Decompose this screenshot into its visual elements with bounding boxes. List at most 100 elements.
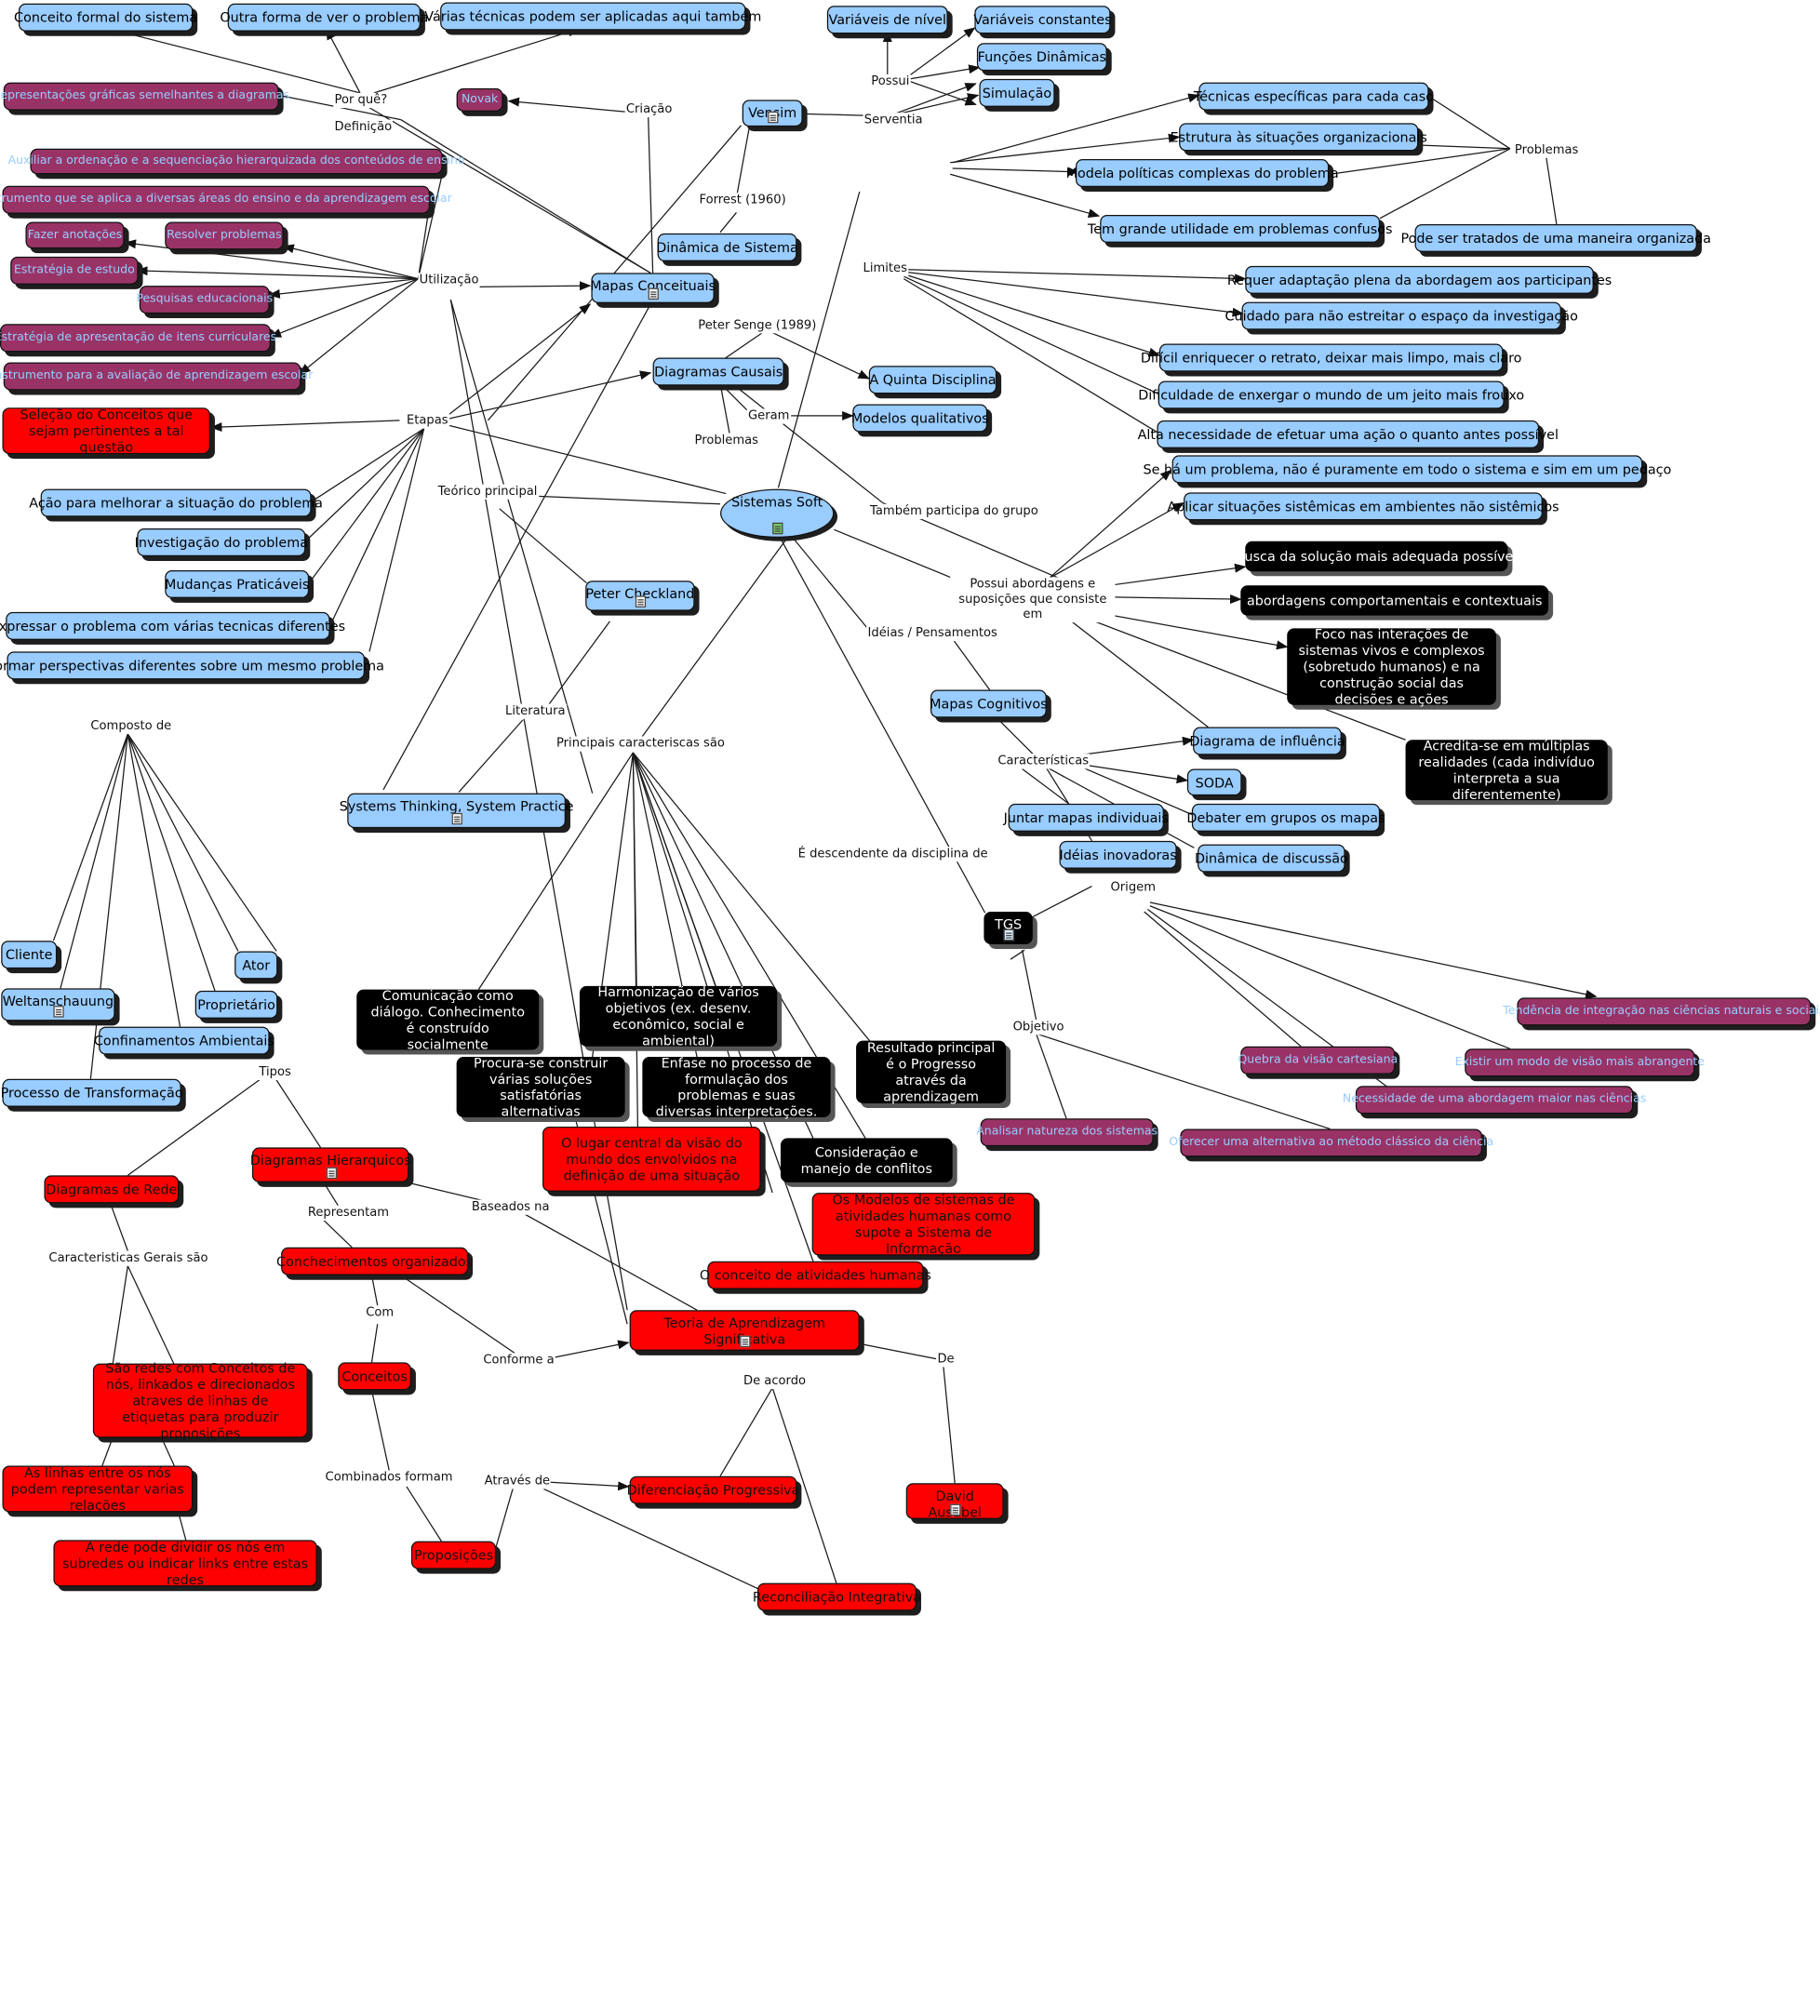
attached-document-icon[interactable] [768, 111, 779, 124]
concept-node-lugar-central[interactable]: O lugar central da visão do mundo dos en… [542, 1126, 761, 1192]
concept-node-dificil[interactable]: Difícil enriquecer o retrato, deixar mai… [1141, 343, 1521, 372]
concept-node-alta-nec[interactable]: Alta necessidade de efetuar uma ação o q… [1138, 420, 1559, 448]
concept-node-tendencia[interactable]: Tendência de integração nas ciências nat… [1503, 997, 1820, 1026]
concept-node-repr-graf[interactable]: Representações gráficas semelhantes a di… [0, 82, 289, 111]
concept-node-as-linhas[interactable]: As linhas entre os nós podem representar… [2, 1464, 194, 1514]
concept-node-vensim[interactable]: Vensim [742, 100, 803, 127]
concept-node-ideias-inov[interactable]: Idéias inovadoras [1059, 840, 1177, 869]
concept-node-fazer-anot[interactable]: Fazer anotações [25, 221, 125, 249]
concept-node-systems-thinking[interactable]: Systems Thinking, System Practice [340, 793, 573, 829]
concept-node-dificuldade[interactable]: Dificuldade de enxergar o mundo de um je… [1138, 381, 1524, 409]
concept-node-varias-tecnicas[interactable]: Várias técnicas podem ser aplicadas aqui… [424, 2, 761, 31]
attached-document-icon[interactable] [950, 1503, 961, 1516]
concept-node-modelos-qual[interactable]: Modelos qualitativos [851, 404, 989, 433]
link-label-principais: Principais caracteriscas são [555, 736, 727, 752]
concept-node-sao-redes[interactable]: São redes com Conceitos de nós, linkados… [92, 1360, 308, 1441]
concept-node-sistemas[interactable]: Sistemas Soft [720, 488, 835, 539]
attached-document-icon[interactable] [53, 1006, 64, 1018]
concept-node-simulacao[interactable]: Simulação [979, 78, 1055, 107]
concept-node-requer[interactable]: Requer adaptação plena da abordagem aos … [1227, 265, 1612, 294]
concept-node-grande-util[interactable]: Tem grande utilidade em problemas confus… [1088, 214, 1392, 243]
concept-node-weltan[interactable]: Weltanschauung [1, 988, 115, 1021]
concept-node-dinamica-sist[interactable]: Dinâmica de Sistema [656, 233, 798, 261]
concept-node-diagramas-rede[interactable]: Diagramas de Rede [44, 1175, 180, 1204]
concept-node-consideracao[interactable]: Consideração e manejo de conflitos [780, 1138, 953, 1182]
concept-node-juntar[interactable]: Juntar mapas individuais [1004, 803, 1169, 832]
concept-node-selecao[interactable]: Seleção do Conceitos que sejam pertinent… [2, 407, 210, 455]
attached-document-icon[interactable] [648, 287, 659, 300]
concept-node-var-nivel[interactable]: Variáveis de nível [826, 6, 948, 34]
concept-node-proposicoes[interactable]: Proposições [410, 1541, 497, 1569]
concept-node-tecnicas-esp[interactable]: Técnicas específicas para cada caso [1194, 82, 1434, 111]
concept-node-estrategia-apres[interactable]: Estratégia de apresentação de itens curr… [0, 324, 276, 353]
concept-node-procura[interactable]: Procura-se construir várias soluções sat… [456, 1055, 625, 1119]
concept-node-mapas-conc[interactable]: Mapas Conceituais [590, 273, 716, 303]
concept-node-novak[interactable]: Novak [456, 87, 503, 112]
concept-node-dinamica-disc[interactable]: Dinâmica de discussão [1195, 844, 1348, 873]
concept-node-diagramas-causais[interactable]: Diagramas Causais [652, 357, 784, 386]
concept-node-cliente[interactable]: Cliente [1, 941, 58, 969]
attached-document-icon[interactable] [635, 595, 647, 607]
concept-node-teoria[interactable]: Teoria de Aprendizagem Significativa [629, 1310, 860, 1351]
concept-node-acao[interactable]: Ação para melhorar a situação do problem… [29, 488, 323, 517]
concept-node-acredita[interactable]: Acredita-se em múltiplas realidades (cad… [1405, 738, 1608, 803]
concept-node-busca[interactable]: busca da solução mais adequada possível [1236, 541, 1517, 572]
concept-node-abordagens[interactable]: abordagens comportamentais e contextuais [1240, 585, 1549, 616]
concept-node-peter-check[interactable]: Peter Checkland [585, 581, 695, 611]
concept-node-analisar[interactable]: Analisar natureza dos sistemas [976, 1118, 1158, 1147]
concept-node-mapas-cog[interactable]: Mapas Cognitivos [930, 689, 1048, 718]
concept-node-processo[interactable]: Processo de Transformação [1, 1078, 183, 1107]
concept-node-pesquisas[interactable]: Pesquisas educacionais [136, 286, 273, 314]
concept-node-oferecer[interactable]: Oferecer uma alternativa ao método cláss… [1169, 1128, 1493, 1157]
concept-node-modela-pol[interactable]: Modela políticas complexas do problema [1066, 159, 1339, 187]
concept-node-diferenciacao[interactable]: Diferenciação Progressiva [627, 1475, 799, 1504]
concept-node-estrategia-estudo[interactable]: Estratégia de estudo [10, 256, 139, 285]
attached-document-icon[interactable] [740, 1335, 751, 1348]
concept-node-outra-forma[interactable]: Outra forma de ver o problema [220, 3, 428, 32]
concept-node-conceitos[interactable]: Conceitos [338, 1362, 411, 1391]
concept-node-formar[interactable]: Formar perspectivas diferentes sobre um … [0, 651, 384, 680]
concept-node-necessidade[interactable]: Necessidade de uma abordagem maior nas c… [1343, 1086, 1646, 1115]
concept-node-quinta[interactable]: A Quinta Disciplina [868, 366, 997, 394]
concept-node-existir[interactable]: Existir um modo de visão mais abrangente [1455, 1048, 1705, 1077]
concept-node-conhecimentos[interactable]: Conchecimentos organizados [276, 1247, 473, 1275]
concept-node-a-rede[interactable]: A rede pode dividir os nós em subredes o… [53, 1539, 317, 1588]
concept-node-ator[interactable]: Ator [234, 951, 278, 980]
concept-node-var-const[interactable]: Variáveis constantes [973, 6, 1112, 34]
network-map-icon[interactable] [1003, 928, 1014, 941]
concept-node-se-ha[interactable]: Se há um problema, não é puramente em to… [1144, 455, 1671, 484]
concept-node-debater[interactable]: Debater em grupos os mapas [1186, 803, 1385, 832]
concept-node-investigacao[interactable]: Investigação do problema [135, 528, 308, 556]
concept-node-conceito-formal[interactable]: Conceito formal do sistema [14, 3, 197, 32]
concept-node-resolver[interactable]: Resolver problemas [165, 221, 284, 250]
concept-node-reconciliacao[interactable]: Reconciliação Integrativa [753, 1582, 921, 1611]
concept-node-diag-infl[interactable]: Diagrama de influência [1189, 727, 1345, 755]
concept-node-enfase[interactable]: Ênfase no processo de formulação dos pro… [642, 1055, 831, 1119]
concept-node-quebra[interactable]: Quebra da visão cartesiana [1238, 1046, 1398, 1075]
concept-node-comunicacao[interactable]: Comunicação como diálogo. Conhecimento é… [356, 987, 540, 1052]
concept-node-david[interactable]: David Ausubel [905, 1483, 1004, 1520]
attached-document-icon[interactable] [451, 812, 462, 825]
concept-node-instrumento-areas[interactable]: Instrumento que se aplica a diversas áre… [0, 185, 452, 214]
concept-node-conceito-ativ[interactable]: O conceito de atividades humanas [700, 1261, 931, 1289]
concept-node-harmonizacao[interactable]: Harmonização de vários objetivos (ex. de… [579, 983, 778, 1048]
concept-node-resultado[interactable]: Resultado principal é o Progresso atravé… [856, 1039, 1007, 1104]
concept-node-proprietario[interactable]: Proprietário [194, 990, 278, 1019]
attached-document-icon[interactable] [326, 1167, 337, 1180]
attached-document-icon[interactable] [772, 522, 783, 535]
concept-node-diagramas-hier[interactable]: Diagramas Hierarquicos [250, 1147, 411, 1182]
concept-node-aplicar[interactable]: Aplicar situações sistêmicas em ambiente… [1167, 492, 1559, 521]
concept-node-func-din[interactable]: Funções Dinâmicas [976, 43, 1107, 72]
concept-node-confinamentos[interactable]: Confinamentos Ambientais [94, 1026, 274, 1055]
concept-node-tgs[interactable]: TGS [984, 911, 1033, 944]
concept-node-cuidado[interactable]: Cuidado para não estreitar o espaço da i… [1225, 301, 1578, 330]
concept-node-auxiliar[interactable]: Auxiliar a ordenação e a sequenciação hi… [8, 148, 465, 175]
concept-node-soda[interactable]: SODA [1186, 768, 1242, 796]
concept-node-foco[interactable]: Foco nas interações de sistemas vivos e … [1287, 626, 1496, 707]
concept-node-pode-ser[interactable]: Pode ser tratados de uma maneira organiz… [1400, 223, 1711, 252]
concept-node-mudancas[interactable]: Mudanças Praticáveis [165, 569, 309, 598]
concept-node-modelos-sist[interactable]: Os Modelos de sistemas de atividades hum… [811, 1192, 1036, 1257]
concept-node-estrutura-sit[interactable]: Estrutura às situações organizacionais [1171, 123, 1427, 152]
concept-node-expressar[interactable]: Expressar o problema com várias tecnicas… [0, 611, 345, 640]
concept-node-instrumento-aval[interactable]: Instrumento para a avaliação de aprendiz… [0, 362, 313, 391]
